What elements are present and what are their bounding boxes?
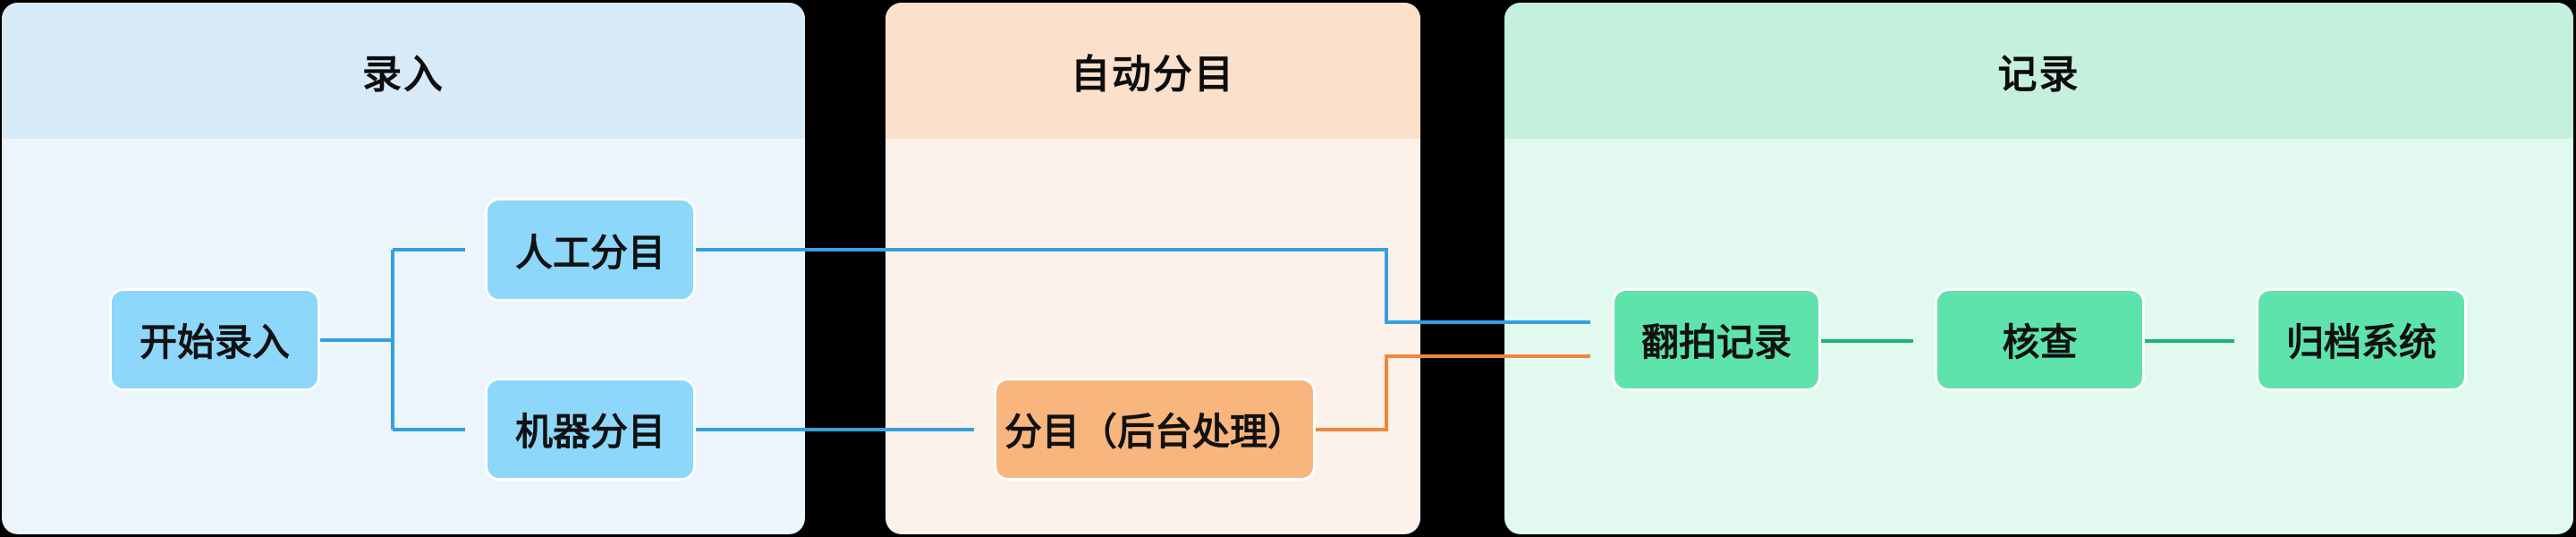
node-manual-sort: 人工分目 xyxy=(485,198,696,302)
swimlane-header-entry: 录入 xyxy=(2,3,805,139)
node-label-reshoot-record: 翻拍记录 xyxy=(1640,321,1792,363)
swimlane-header-auto-sort: 自动分目 xyxy=(886,3,1420,139)
node-label-archive-system: 归档系统 xyxy=(2285,321,2436,363)
lane-title-auto-sort: 自动分目 xyxy=(1071,53,1235,97)
node-label-machine-sort: 机器分目 xyxy=(514,411,665,453)
connector-manual-sort-to-reshoot-record xyxy=(696,248,1590,324)
connector-background-process-to-reshoot-record xyxy=(1316,354,1590,431)
node-machine-sort: 机器分目 xyxy=(485,378,696,481)
swimlane-auto-sort: 自动分目 xyxy=(886,3,1420,534)
node-archive-system: 归档系统 xyxy=(2256,288,2467,391)
swimlane-header-record: 记录 xyxy=(1504,3,2573,139)
node-background-process: 分目（后台处理） xyxy=(994,378,1316,481)
node-label-verify: 核查 xyxy=(2002,321,2078,363)
node-start-entry: 开始录入 xyxy=(109,288,320,391)
swimlane-record: 记录 xyxy=(1504,3,2573,534)
lane-title-entry: 录入 xyxy=(362,53,445,97)
node-reshoot-record: 翻拍记录 xyxy=(1612,288,1821,391)
node-label-start-entry: 开始录入 xyxy=(139,321,290,363)
node-label-manual-sort: 人工分目 xyxy=(514,231,665,274)
node-verify: 核查 xyxy=(1935,288,2145,391)
lane-title-record: 记录 xyxy=(1997,53,2080,97)
connector-start-branch xyxy=(320,250,394,430)
node-label-background-process: 分目（后台处理） xyxy=(1004,411,1305,453)
